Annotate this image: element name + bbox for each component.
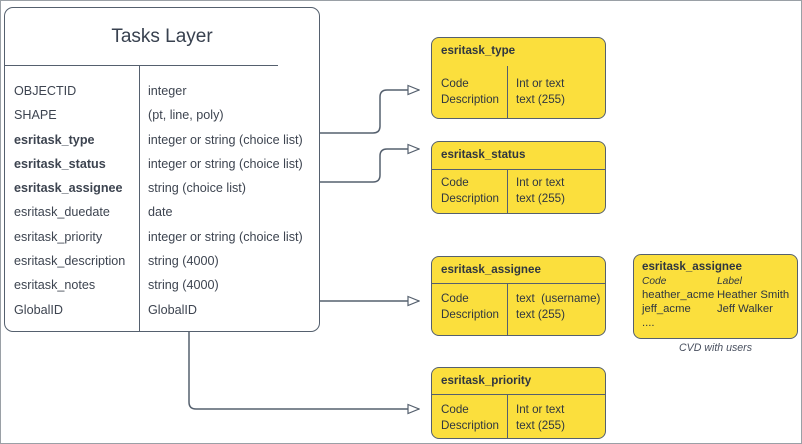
domain-right-cell: Int or text text (255) (516, 403, 565, 432)
field-name: OBJECTID (14, 84, 77, 98)
cvd-header-code: Code (642, 276, 667, 287)
domain-box-esritask-type: esritask_type Code Description Int or te… (431, 37, 606, 119)
domain-left-cell: Code Description (441, 403, 499, 432)
table-row: esritask_status integer or string (choic… (5, 157, 319, 181)
cvd-title: esritask_assignee (642, 260, 742, 273)
field-name: esritask_assignee (14, 181, 123, 196)
cvd-caption: CVD with users (679, 342, 752, 354)
domain-left-cell: Code Description (441, 176, 499, 205)
domain-header-divider (432, 283, 605, 284)
domain-box-esritask-priority: esritask_priority Code Description Int o… (431, 367, 606, 439)
table-row: esritask_description string (4000) (5, 254, 319, 278)
tasks-layer-entity: Tasks Layer OBJECTID integer SHAPE (pt, … (4, 7, 320, 332)
field-type: (pt, line, poly) (148, 108, 224, 123)
field-name: GlobalID (14, 302, 63, 317)
domain-right-cell: text (username) text (255) (516, 292, 601, 321)
cvd-header-label: Label (717, 276, 742, 287)
cvd-row-label: Heather Smith (717, 289, 790, 301)
table-row: GlobalID GlobalID (5, 303, 319, 327)
field-type: string (4000) (148, 278, 219, 293)
table-row: esritask_notes string (4000) (5, 278, 319, 302)
connector-status (320, 149, 419, 183)
table-row: esritask_assignee string (choice list) (5, 181, 319, 205)
entity-column-divider (139, 65, 140, 331)
domain-title: esritask_status (441, 148, 526, 161)
field-name: esritask_description (14, 254, 126, 269)
table-row: esritask_priority integer or string (cho… (5, 230, 319, 254)
domain-title: esritask_priority (441, 374, 532, 387)
connector-type (320, 90, 419, 134)
field-name: esritask_type (14, 132, 95, 147)
cvd-row-code: heather_acme (642, 289, 715, 301)
page-title: Tasks Layer (111, 26, 213, 47)
domain-header-divider (432, 394, 605, 395)
domain-left-cell: Code Description (441, 292, 499, 321)
field-type: date (148, 205, 173, 220)
domain-left-cell: Code Description (441, 77, 499, 106)
field-type: string (4000) (148, 254, 219, 269)
domain-column-divider (507, 169, 508, 213)
field-name: esritask_status (14, 156, 106, 171)
field-type: integer or string (choice list) (148, 132, 303, 147)
cvd-ellipsis: .... (642, 317, 655, 329)
cvd-row-code: jeff_acme (642, 303, 691, 315)
field-type: string (choice list) (148, 181, 246, 196)
domain-column-divider (507, 283, 508, 335)
domain-title: esritask_assignee (441, 263, 541, 276)
field-name: esritask_priority (14, 229, 103, 244)
field-name: esritask_notes (14, 278, 96, 293)
domain-column-divider (507, 394, 508, 438)
entity-header-divider (5, 65, 278, 66)
domain-box-esritask-assignee: esritask_assignee Code Description text … (431, 256, 606, 336)
domain-right-cell: Int or text text (255) (516, 77, 565, 106)
domain-title: esritask_type (441, 44, 516, 57)
field-type: integer or string (choice list) (148, 229, 303, 244)
cvd-sample-box: esritask_assignee Code Label heather_acm… (633, 254, 798, 339)
domain-box-esritask-status: esritask_status Code Description Int or … (431, 141, 606, 214)
field-type: integer (148, 84, 187, 98)
domain-column-divider (507, 66, 508, 118)
field-name: SHAPE (14, 108, 57, 123)
table-row: SHAPE (pt, line, poly) (5, 108, 319, 132)
field-type: GlobalID (148, 302, 197, 317)
table-row: esritask_type integer or string (choice … (5, 133, 319, 157)
domain-header-divider (432, 169, 605, 170)
cvd-row-label: Jeff Walker (717, 303, 773, 315)
field-list: OBJECTID integer SHAPE (pt, line, poly) … (5, 84, 319, 327)
field-type: integer or string (choice list) (148, 156, 303, 171)
table-row: esritask_duedate date (5, 205, 319, 229)
table-row: OBJECTID integer (5, 84, 319, 108)
field-name: esritask_duedate (14, 205, 110, 220)
domain-right-cell: Int or text text (255) (516, 176, 565, 205)
